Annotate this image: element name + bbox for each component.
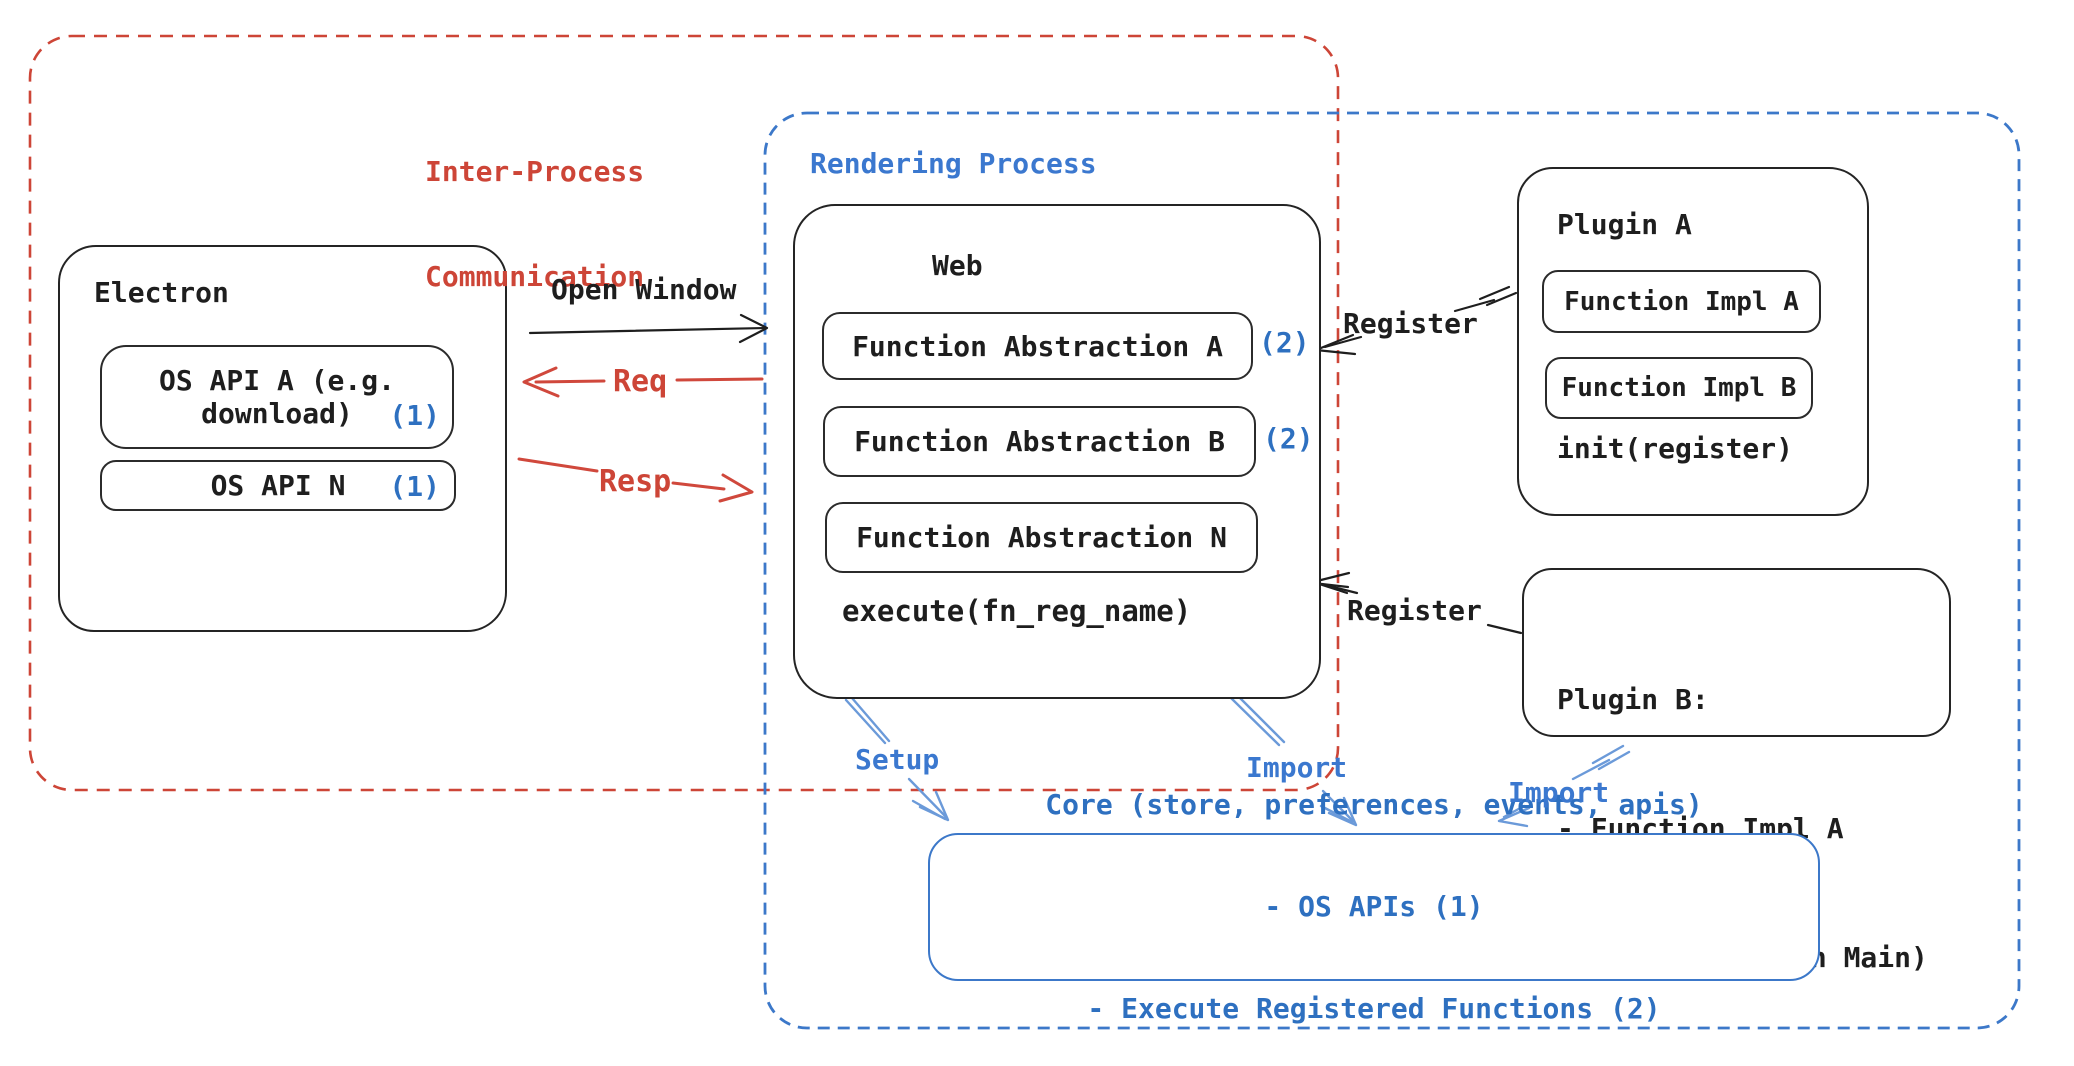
register-top-arrow — [1314, 285, 1518, 356]
plugin-b-title: Plugin B: — [1557, 683, 1709, 716]
core-text: Core (store, preferences, events, apis) … — [1045, 720, 1702, 1066]
setup-label: Setup — [855, 743, 940, 776]
req-arrow — [522, 366, 764, 398]
import-right-label: Import — [1508, 776, 1610, 809]
function-abstraction-b-label: Function Abstraction B — [854, 425, 1225, 458]
function-impl-b-box: Function Impl B — [1545, 357, 1813, 419]
open-window-label: Open Window — [551, 273, 737, 306]
rendering-dashed-box — [763, 111, 2021, 1030]
core-line2: - OS APIs (1) — [1264, 890, 1484, 923]
plugin-a-title: Plugin A — [1557, 208, 1692, 241]
function-abstraction-b-box: Function Abstraction B — [823, 406, 1256, 477]
core-line1: Core (store, preferences, events, apis) — [1045, 788, 1703, 821]
os-api-a-badge: (1) — [389, 399, 440, 432]
plugin-a-box: Plugin A Function Impl A Function Impl B… — [1517, 167, 1869, 516]
function-abstraction-b-badge: (2) — [1263, 422, 1314, 455]
import-right-arrow — [1497, 744, 1631, 828]
web-box: Web Function Abstraction A (2) Function … — [793, 204, 1321, 699]
import-left-arrow — [1229, 693, 1358, 827]
ipc-label-line2: Communication — [425, 260, 645, 293]
function-abstraction-n-label: Function Abstraction N — [856, 521, 1227, 554]
os-api-a-box: OS API A (e.g. download) (1) — [100, 345, 454, 449]
register-top-label: Register — [1343, 307, 1478, 340]
resp-arrow — [517, 457, 754, 503]
core-box: Core (store, preferences, events, apis) … — [928, 788, 1820, 1025]
function-abstraction-a-badge: (2) — [1259, 326, 1310, 359]
electron-box: Electron OS API A (e.g. download) (1) OS… — [58, 245, 507, 632]
os-api-n-box: OS API N (1) — [100, 460, 456, 511]
import-left-label: Import — [1246, 751, 1348, 784]
core-line3: - Execute Registered Functions (2) — [1087, 992, 1661, 1025]
init-register-label: init(register) — [1557, 432, 1794, 465]
function-impl-a-label: Function Impl A — [1564, 286, 1799, 317]
os-api-n-badge: (1) — [389, 470, 440, 503]
plugin-b-box: Plugin B: - Function Impl A - Module (ru… — [1522, 568, 1951, 974]
rendering-region-label: Rendering Process — [810, 147, 1097, 180]
ipc-label-line1: Inter-Process — [425, 155, 645, 188]
register-bottom-label: Register — [1347, 594, 1482, 627]
function-impl-b-label: Function Impl B — [1561, 373, 1797, 403]
os-api-n-label: OS API N — [210, 469, 346, 502]
electron-title: Electron — [94, 276, 229, 309]
os-api-a-line2: download) — [201, 397, 353, 430]
execute-label: execute(fn_reg_name) — [842, 594, 1192, 628]
function-abstraction-a-box: Function Abstraction A — [822, 312, 1253, 380]
ipc-region-label: Inter-Process Communication — [425, 84, 644, 364]
setup-arrow — [844, 696, 950, 822]
web-title: Web — [932, 249, 983, 282]
function-impl-a-box: Function Impl A — [1542, 270, 1821, 333]
req-label: Req — [613, 364, 668, 399]
function-abstraction-a-label: Function Abstraction A — [852, 329, 1223, 363]
resp-label: Resp — [599, 464, 672, 499]
os-api-a-line1: OS API A (e.g. — [158, 364, 395, 397]
open-window-arrow — [528, 313, 769, 344]
function-abstraction-n-box: Function Abstraction N — [825, 502, 1258, 573]
